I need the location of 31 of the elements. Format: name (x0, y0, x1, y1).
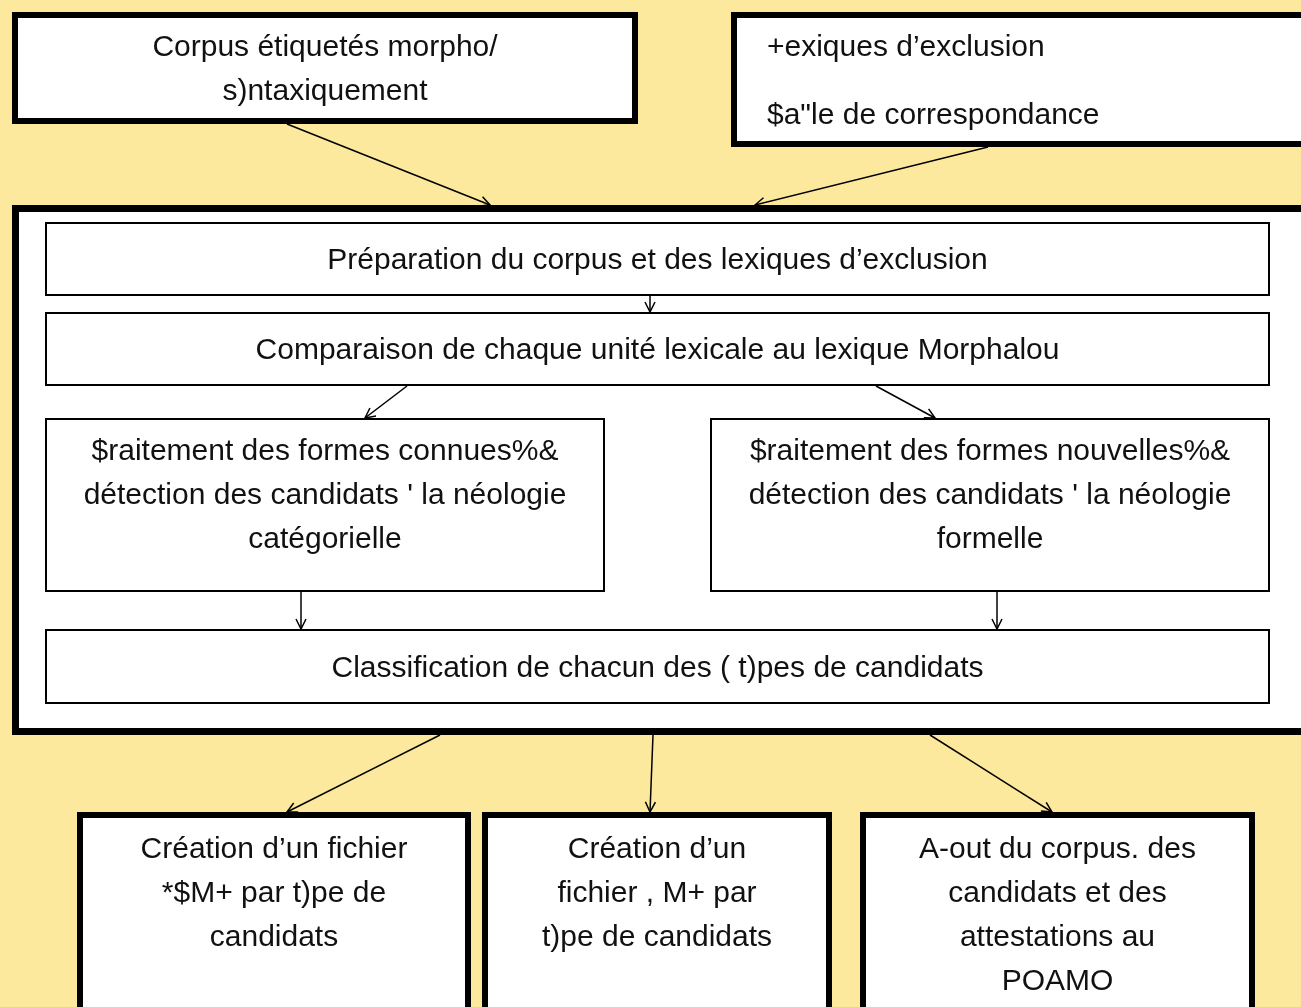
arrow (929, 734, 1053, 813)
box-label: $raitement des formes connues%& détection des candidats ' la néologie catégorielle (82, 432, 568, 556)
arrow (991, 591, 1003, 630)
process-box (45, 629, 1270, 704)
box-label: Classification de chacun des ( t)pes de candidats (331, 648, 984, 685)
arrow (286, 123, 491, 207)
arrow (644, 734, 657, 813)
process-box (860, 812, 1255, 1007)
arrow (286, 734, 441, 813)
box-label: Comparaison de chaque unité lexicale au lexique Morphalou (255, 331, 1060, 367)
process-box (45, 418, 605, 592)
process-box (482, 812, 832, 1007)
box-label: Création d’un fichier , M+ par t)pe de candidats (540, 830, 774, 954)
process-box (45, 312, 1270, 386)
process-box (731, 12, 1301, 147)
process-box (710, 418, 1270, 592)
arrow (295, 591, 307, 630)
box-label: Corpus étiquetés morpho/ s)ntaxiquement (151, 28, 499, 108)
box-label: Création d’un fichier *$M+ par t)pe de candidats (139, 830, 409, 954)
box-label: A-out du corpus. des candidats et des attestations au POAMO (918, 830, 1197, 998)
arrow (875, 385, 936, 419)
list-item: +exiques d’exclusion (767, 27, 1045, 64)
process-box (45, 222, 1270, 296)
box-label: Préparation du corpus et des lexiques d’exclusion (327, 241, 988, 277)
arrow (644, 295, 656, 313)
container-box (12, 205, 1301, 735)
list-item: $a"le de correspondance (767, 95, 1100, 132)
process-box (77, 812, 471, 1007)
process-box (12, 12, 638, 124)
box-label: $raitement des formes nouvelles%& détection des candidats ' la néologie formelle (747, 432, 1233, 556)
arrow (364, 385, 408, 419)
